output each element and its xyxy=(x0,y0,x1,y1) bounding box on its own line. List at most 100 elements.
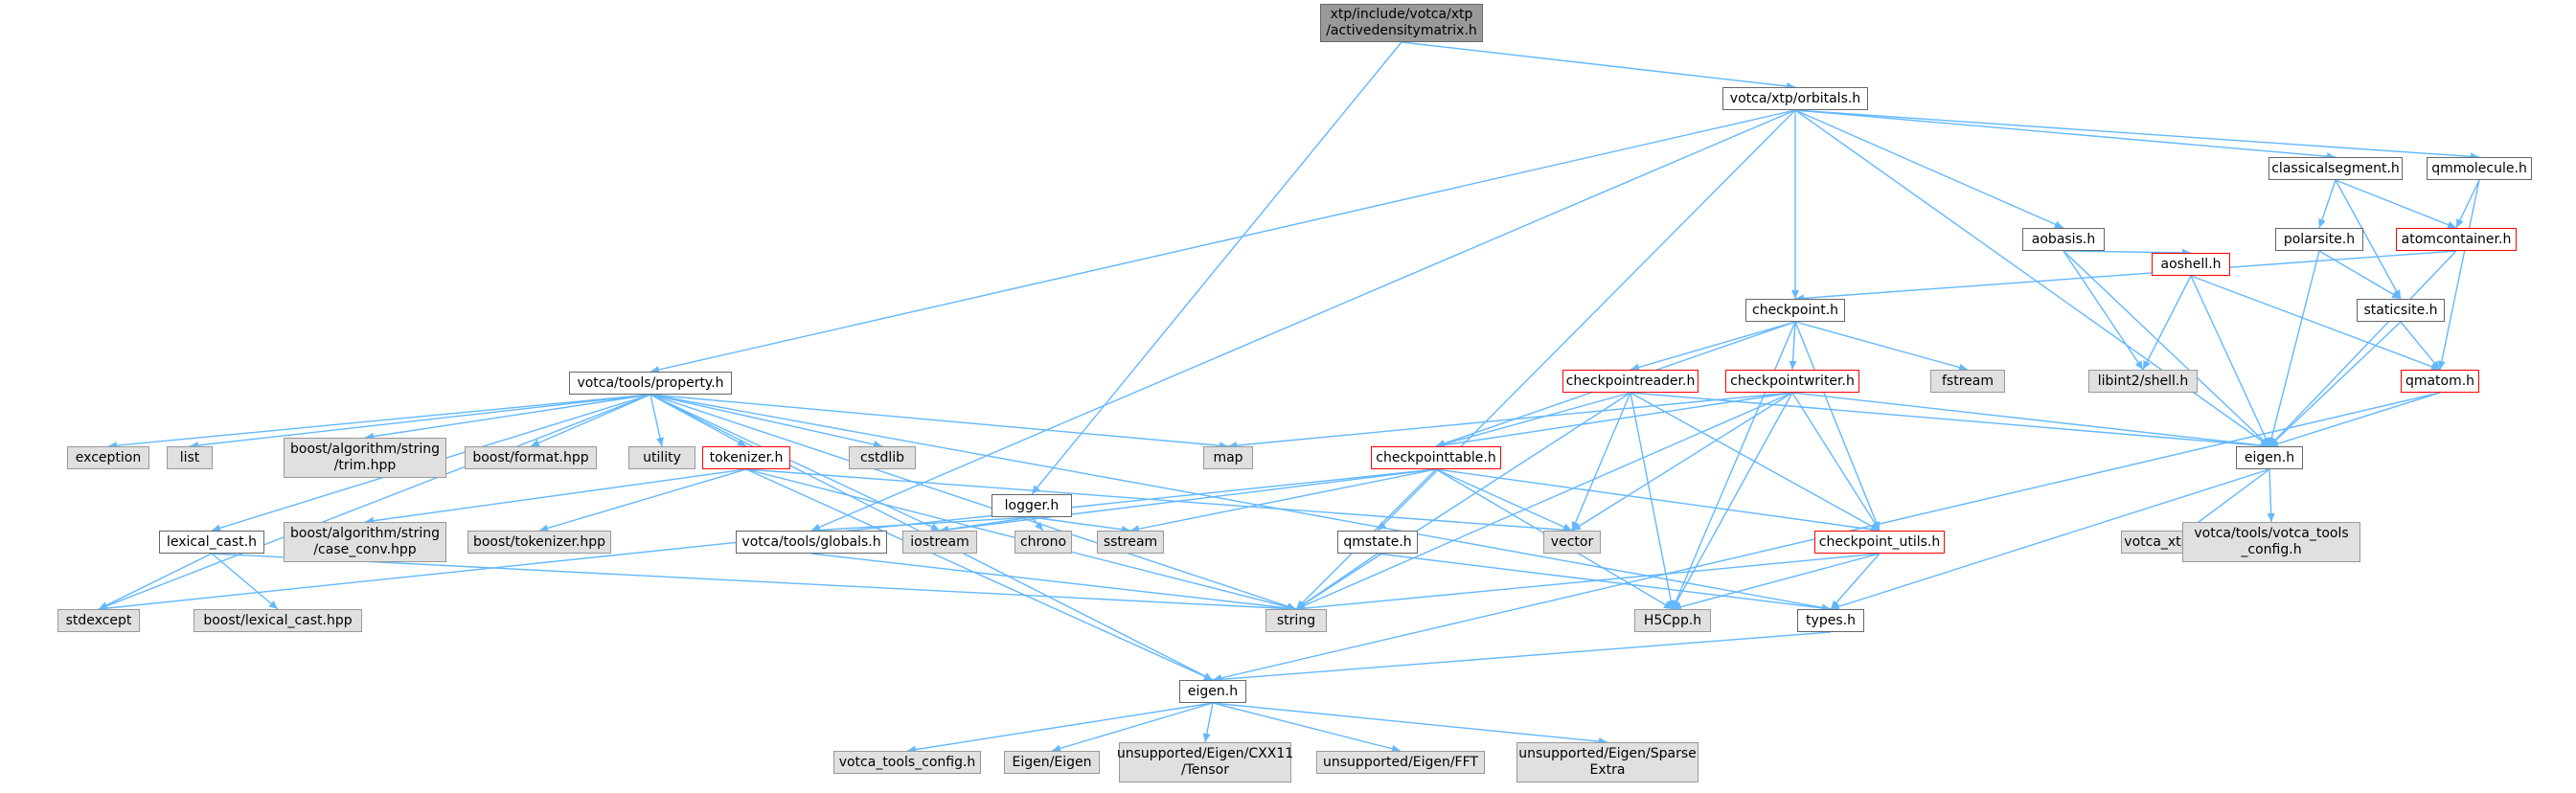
node-votca-tools-config[interactable]: votca_tools_config.h xyxy=(833,751,981,774)
edge-root-to-orbitals xyxy=(1401,41,1796,88)
node-cxx11-tensor[interactable]: unsupported/Eigen/CXX11/Tensor xyxy=(1117,742,1293,782)
node-eigen-fft[interactable]: unsupported/Eigen/FFT xyxy=(1316,751,1485,774)
edge-checkpoint_utils-to-types xyxy=(1830,553,1881,610)
edge-atomcontainer-to-eigen_xtp xyxy=(2268,250,2457,447)
node-property[interactable]: votca/tools/property.h xyxy=(569,372,732,395)
node-staticsite[interactable]: staticsite.h xyxy=(2357,299,2445,322)
edge-arrowhead xyxy=(1203,672,1213,680)
node-eigen-tools[interactable]: eigen.h xyxy=(1179,680,1246,703)
edge-logger-to-globals xyxy=(810,516,1033,532)
edge-lexical_cast-to-boost_lexical_cast xyxy=(211,553,279,610)
edge-root-to-logger xyxy=(1031,41,1402,495)
edge-arrowhead xyxy=(1630,363,1640,372)
edge-checkpoint_utils-to-h5cpp xyxy=(1672,553,1881,610)
edge-arrowhead xyxy=(1032,485,1040,494)
node-chrono[interactable]: chrono xyxy=(1014,531,1072,554)
node-atomcontainer[interactable]: atomcontainer.h xyxy=(2396,228,2517,251)
edge-checkpointreader-to-checkpoint_utils xyxy=(1630,392,1881,532)
node-checkpoint[interactable]: checkpoint.h xyxy=(1745,299,1845,322)
node-polarsite[interactable]: polarsite.h xyxy=(2275,228,2363,251)
node-aobasis[interactable]: aobasis.h xyxy=(2022,228,2105,251)
edge-orbitals-to-property xyxy=(650,109,1796,373)
edge-arrowhead xyxy=(539,524,549,532)
node-sstream[interactable]: sstream xyxy=(1097,531,1164,554)
edge-arrowhead xyxy=(1871,521,1880,531)
node-stdexcept[interactable]: stdexcept xyxy=(57,609,140,632)
edge-arrowhead xyxy=(2437,360,2446,370)
node-boost-tokenizer[interactable]: boost/tokenizer.hpp xyxy=(467,531,611,554)
node-classicalsegment[interactable]: classicalsegment.h xyxy=(2268,157,2403,180)
edge-arrowhead xyxy=(2391,290,2401,299)
edge-arrowhead xyxy=(1052,744,1061,753)
node-logger[interactable]: logger.h xyxy=(992,494,1072,517)
edge-qmstate-to-types xyxy=(1377,553,1832,610)
node-lexical-cast[interactable]: lexical_cast.h xyxy=(159,531,264,554)
node-eigen-xtp[interactable]: eigen.h xyxy=(2236,446,2303,469)
edge-eigen_xtp-to-votca_xtp_config xyxy=(2186,468,2270,532)
edge-arrowhead xyxy=(873,441,882,448)
edge-checkpointwriter-to-checkpoint_utils xyxy=(1791,392,1881,532)
edge-types-to-eigen_tools xyxy=(1212,631,1832,681)
node-qmatom[interactable]: qmatom.h xyxy=(2401,370,2479,393)
node-iostream[interactable]: iostream xyxy=(902,531,977,554)
node-list[interactable]: list xyxy=(167,446,213,469)
node-qmstate[interactable]: qmstate.h xyxy=(1337,531,1418,554)
edge-property-to-exception xyxy=(107,394,651,447)
node-libint2[interactable]: libint2/shell.h xyxy=(2088,370,2198,393)
edge-property-to-string xyxy=(650,394,1297,610)
node-root: xtp/include/votca/xtp/activedensitymatri… xyxy=(1320,4,1483,42)
node-h5cpp[interactable]: H5Cpp.h xyxy=(1634,609,1711,632)
edge-arrowhead xyxy=(1673,602,1682,611)
edge-checkpointwriter-to-h5cpp xyxy=(1672,392,1793,610)
edge-staticsite-to-qmatom xyxy=(2400,321,2441,371)
node-eigen-eigen[interactable]: Eigen/Eigen xyxy=(1004,751,1100,774)
edge-tokenizer-to-boost_case_conv xyxy=(364,468,747,523)
edge-eigen_xtp-to-types xyxy=(1830,468,2270,610)
node-cstdlib[interactable]: cstdlib xyxy=(849,446,916,469)
edge-aobasis-to-libint2 xyxy=(2063,250,2144,371)
node-checkpointwriter[interactable]: checkpointwriter.h xyxy=(1725,370,1859,393)
edge-orbitals-to-globals xyxy=(810,109,1796,532)
edge-checkpointwriter-to-map xyxy=(1227,392,1793,447)
node-boost-case-conv[interactable]: boost/algorithm/string/case_conv.hpp xyxy=(284,522,446,562)
edge-checkpointtable-to-vector xyxy=(1435,468,1573,532)
node-boost-format[interactable]: boost/format.hpp xyxy=(465,446,597,469)
edge-arrowhead xyxy=(1378,521,1387,531)
edge-arrowhead xyxy=(2262,437,2269,446)
node-string[interactable]: string xyxy=(1265,609,1327,632)
node-orbitals[interactable]: votca/xtp/orbitals.h xyxy=(1722,87,1868,110)
edge-eigen_tools-to-eigen_fft xyxy=(1212,702,1402,752)
edge-checkpointwriter-to-checkpointtable xyxy=(1435,392,1793,447)
node-aoshell[interactable]: aoshell.h xyxy=(2152,253,2230,276)
node-map[interactable]: map xyxy=(1203,446,1253,469)
node-checkpointtable[interactable]: checkpointtable.h xyxy=(1371,446,1501,469)
edge-aoshell-to-qmatom xyxy=(2190,275,2441,371)
edge-lexical_cast-to-stdexcept xyxy=(98,553,213,610)
node-qmmolecule[interactable]: qmmolecule.h xyxy=(2427,157,2532,180)
edge-tokenizer-to-boost_tokenizer xyxy=(538,468,747,532)
node-votca-tools-config-h[interactable]: votca/tools/votca_tools_config.h xyxy=(2182,522,2360,562)
edge-eigen_xtp-to-votca_tools_config_h xyxy=(2268,468,2272,523)
edge-orbitals-to-qmmolecule xyxy=(1794,109,2480,158)
edge-staticsite-to-eigen_xtp xyxy=(2268,321,2402,447)
node-fstream[interactable]: fstream xyxy=(1930,370,2005,393)
node-exception[interactable]: exception xyxy=(67,446,149,469)
node-boost-trim[interactable]: boost/algorithm/string/trim.hpp xyxy=(284,438,446,478)
node-tokenizer[interactable]: tokenizer.h xyxy=(702,446,790,469)
edge-arrowhead xyxy=(268,600,278,609)
edge-aobasis-to-aoshell xyxy=(2063,250,2192,254)
edge-arrowhead xyxy=(1663,600,1673,609)
edge-checkpointreader-to-eigen_xtp xyxy=(1630,392,2270,447)
node-checkpointreader[interactable]: checkpointreader.h xyxy=(1562,370,1698,393)
edge-logger-to-sstream xyxy=(1031,516,1131,532)
node-vector[interactable]: vector xyxy=(1543,531,1601,554)
edge-checkpointwriter-to-string xyxy=(1295,392,1793,610)
node-globals[interactable]: votca/tools/globals.h xyxy=(736,531,887,554)
node-types[interactable]: types.h xyxy=(1797,609,1864,632)
node-checkpoint-utils[interactable]: checkpoint_utils.h xyxy=(1814,531,1945,554)
node-boost-lexical-cast[interactable]: boost/lexical_cast.hpp xyxy=(194,609,362,632)
node-utility[interactable]: utility xyxy=(628,446,695,469)
